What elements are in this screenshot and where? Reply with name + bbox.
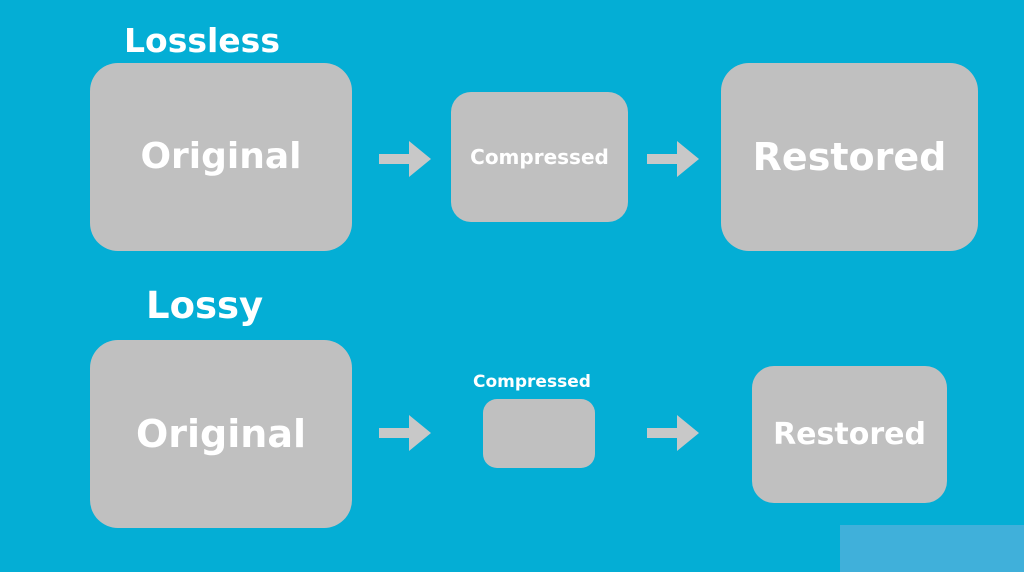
lossless-original-label: Original <box>140 136 302 177</box>
lossy-original-label: Original <box>135 412 307 456</box>
lossy-title: Lossy <box>146 284 264 327</box>
lossless-compressed-box: Compressed <box>451 92 628 222</box>
lossless-restored-box: Restored <box>721 63 978 251</box>
lossless-restored-label: Restored <box>752 135 947 179</box>
arrow-right-icon <box>647 415 699 451</box>
lossless-title: Lossless <box>124 21 280 60</box>
lossy-restored-label: Restored <box>773 416 926 452</box>
arrow-right-icon <box>647 141 699 177</box>
corner-panel <box>840 525 1024 572</box>
arrow-right-icon <box>379 141 431 177</box>
lossy-restored-box: Restored <box>752 366 947 503</box>
lossy-compressed-box <box>483 399 595 468</box>
lossy-compressed-label: Compressed <box>473 372 591 392</box>
arrow-right-icon <box>379 415 431 451</box>
lossless-compressed-label: Compressed <box>470 145 609 169</box>
lossless-original-box: Original <box>90 63 352 251</box>
lossy-original-box: Original <box>90 340 352 528</box>
